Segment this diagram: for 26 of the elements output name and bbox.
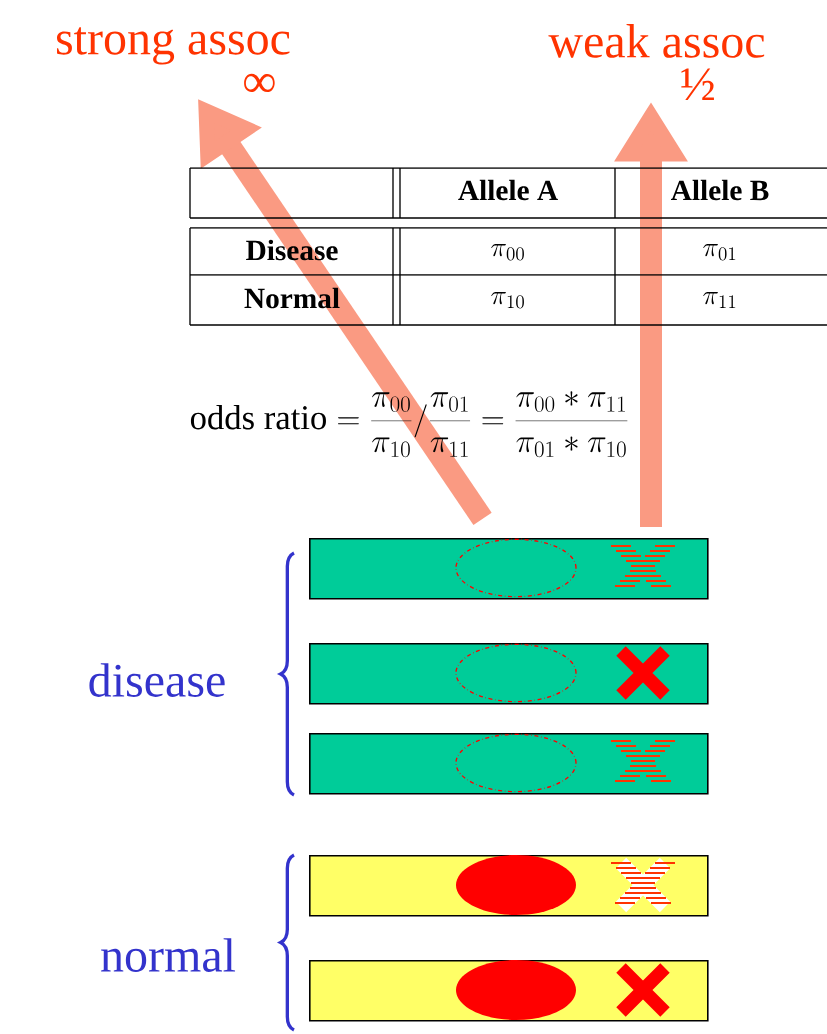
- table-cell: $\pi_{10}$: [491, 291, 524, 309]
- filled-ellipse: [456, 855, 576, 915]
- heading-text: weak assoc ½: [548, 24, 765, 100]
- filled-ellipse: [456, 960, 576, 1020]
- table-cell: $\pi_{00}$: [491, 243, 524, 261]
- chromosome-bar: [309, 538, 709, 600]
- chromosome-bar: [309, 643, 709, 705]
- column-header: Allele B: [671, 179, 769, 201]
- row-header: Normal: [244, 287, 340, 309]
- striped-cross: [610, 855, 676, 915]
- dashed-ellipse: [455, 733, 577, 793]
- column-header: Allele A: [458, 179, 558, 201]
- odds-ratio-formula: $\mathrm{odds\ ratio} = \frac{\pi_{00}}{\pi_{10}} \bigg/ \frac{\pi_{01}}{\pi_{11}} = \frac{\pi_{00} * \pi_{11}}{\pi_{01} * \pi_{10}}$: [190, 391, 628, 458]
- cross-mark: [614, 644, 672, 702]
- row-header: Disease: [246, 239, 338, 261]
- dashed-ellipse: [455, 538, 577, 598]
- striped-cross: [610, 545, 676, 587]
- group-label: normal: [101, 938, 236, 972]
- chromosome-bar: [309, 733, 709, 795]
- cross-mark: [614, 961, 672, 1019]
- group-label: disease: [89, 663, 225, 697]
- heading-text: strong assoc ∞: [57, 27, 290, 93]
- striped-cross: [610, 740, 676, 782]
- table-cell: $\pi_{11}$: [703, 291, 736, 309]
- table-cell: $\pi_{01}$: [703, 243, 736, 261]
- dashed-ellipse: [455, 643, 577, 703]
